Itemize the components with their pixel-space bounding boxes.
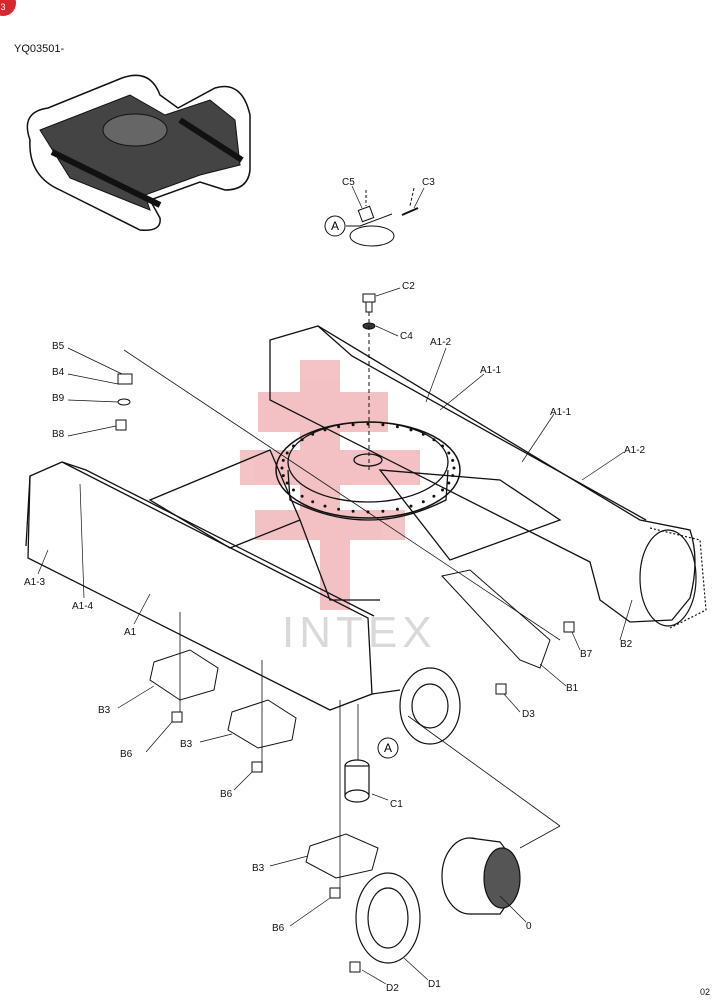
- bolt-hole: [381, 509, 385, 513]
- assembly-lines: [123, 349, 561, 888]
- bolt-hole: [409, 504, 413, 508]
- reference-marker-bottom: [377, 737, 399, 759]
- callout-b3-c: B3: [252, 863, 265, 874]
- page-number: 02: [700, 987, 711, 997]
- bolt-hole: [441, 488, 444, 492]
- bolt-hole: [300, 438, 304, 442]
- page-badge: 3: [0, 0, 16, 16]
- document-code: YQ03501-: [14, 43, 65, 55]
- callout-b3-a: B3: [98, 705, 111, 716]
- callout-b9: B9: [52, 393, 65, 404]
- callout-b1: B1: [566, 683, 579, 694]
- bearing-bolt-holes: [280, 422, 456, 514]
- bolt-hole: [395, 507, 399, 511]
- callout-d1: D1: [428, 979, 441, 990]
- callout-c2: C2: [402, 281, 415, 292]
- undercarriage-thumbnail: [26, 74, 251, 231]
- callout-a1-3: A1-3: [24, 577, 46, 588]
- watermark-text: INTEX: [282, 608, 437, 657]
- small-bolts: [115, 373, 575, 973]
- callout-b8: B8: [52, 429, 65, 440]
- bolt-hole: [381, 423, 385, 427]
- bolt-hole: [311, 432, 315, 436]
- motor-housing: [371, 667, 461, 745]
- front-idler: [639, 527, 707, 629]
- bolt-c2: [362, 293, 376, 330]
- callout-d2: D2: [386, 983, 399, 994]
- bolt-hole: [323, 504, 327, 508]
- guard-plate-b1: [441, 569, 551, 669]
- reference-marker-bottom-label: A: [384, 741, 392, 755]
- bolt-hole: [292, 488, 295, 492]
- sprocket: [355, 872, 421, 964]
- bolt-hole: [351, 423, 355, 427]
- callout-b7: B7: [580, 649, 593, 660]
- bolt-hole: [421, 432, 425, 436]
- callout-b4: B4: [52, 367, 65, 378]
- track-frame: [25, 325, 696, 711]
- bolt-hole: [323, 428, 327, 432]
- bolt-hole: [409, 428, 413, 432]
- bolt-hole: [441, 444, 444, 448]
- center-joint-c1: [344, 759, 370, 803]
- bolt-hole: [280, 466, 284, 470]
- callout-a1-2-left: A1-2: [430, 337, 452, 348]
- bolt-hole: [281, 458, 285, 462]
- reference-marker-top: [324, 215, 346, 237]
- bolt-hole: [421, 500, 425, 504]
- callout-b5: B5: [52, 341, 65, 352]
- callout-c5: C5: [342, 177, 355, 188]
- callout-a1: A1: [124, 627, 137, 638]
- callout-c1: C1: [390, 799, 403, 810]
- bolt-hole: [311, 500, 315, 504]
- bolt-hole: [432, 494, 436, 498]
- bolt-hole: [281, 474, 285, 478]
- bolt-hole: [452, 466, 456, 470]
- bolt-hole: [366, 422, 370, 426]
- bolt-hole: [432, 438, 436, 442]
- callout-a1-1-left: A1-1: [480, 365, 502, 376]
- callout-b2: B2: [620, 639, 633, 650]
- bolt-hole: [300, 494, 304, 498]
- callout-b6-b: B6: [220, 789, 233, 800]
- bolt-hole: [451, 474, 455, 478]
- bolt-hole: [451, 458, 455, 462]
- callout-a1-4: A1-4: [72, 601, 94, 612]
- callout-c3: C3: [422, 177, 435, 188]
- reference-marker-top-label: A: [331, 219, 339, 233]
- callout-c4: C4: [400, 331, 413, 342]
- bolt-hole: [447, 481, 451, 485]
- travel-motor: [441, 837, 521, 915]
- callout-b6-c: B6: [272, 923, 285, 934]
- callout-b3-b: B3: [180, 739, 193, 750]
- callout-b6-a: B6: [120, 749, 133, 760]
- callout-a1-2-right: A1-2: [624, 445, 646, 456]
- callout-a1-1-right: A1-1: [550, 407, 572, 418]
- shoe-guards: [149, 649, 379, 879]
- callout-part-0: 0: [526, 921, 532, 932]
- watermark-seal: [240, 360, 420, 610]
- plate-detail: [346, 187, 419, 247]
- bolt-hole: [337, 507, 341, 511]
- callout-d3: D3: [522, 709, 535, 720]
- callout-leaders: [37, 185, 633, 985]
- bolt-hole: [337, 425, 341, 429]
- bolt-hole: [285, 451, 289, 455]
- bolt-hole: [292, 444, 295, 448]
- bolt-hole: [395, 425, 399, 429]
- bolt-hole: [351, 509, 355, 513]
- bolt-hole: [285, 481, 289, 485]
- bolt-hole: [447, 451, 451, 455]
